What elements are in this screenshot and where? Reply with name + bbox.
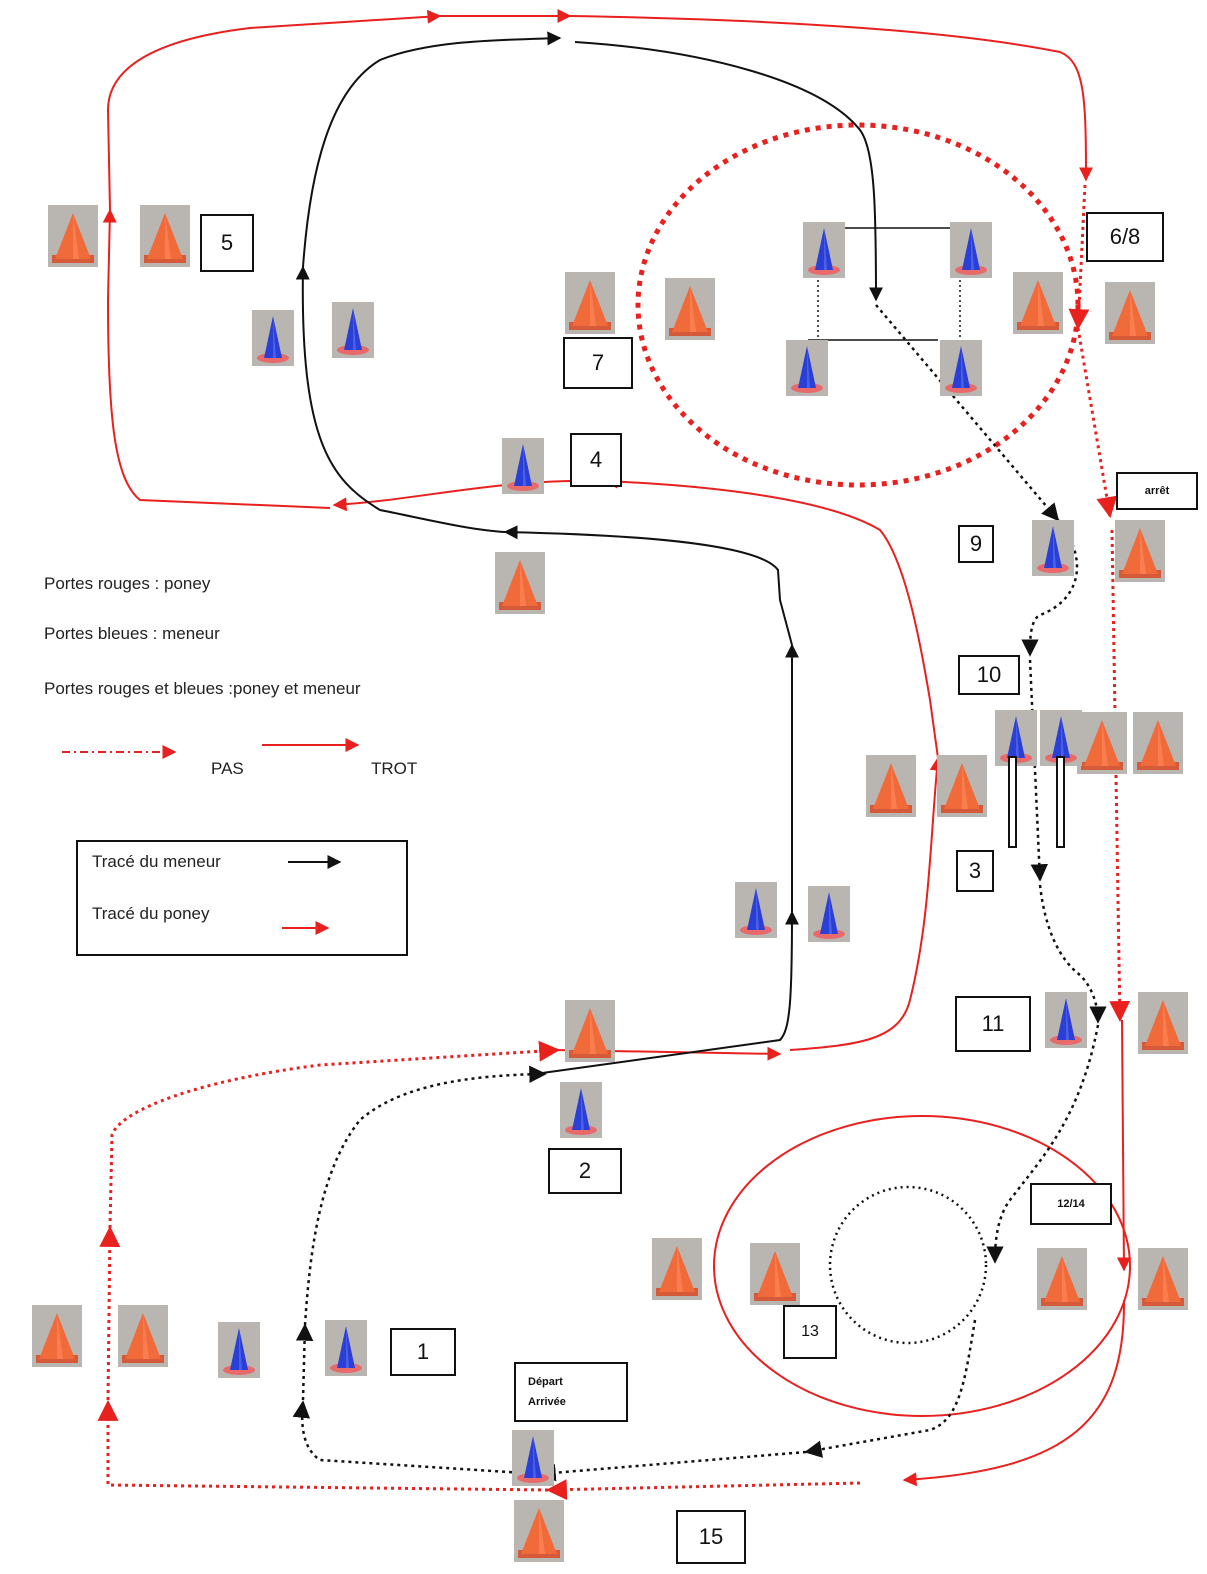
pole <box>1056 756 1065 848</box>
legend-both-gates: Portes rouges et bleues :poney et meneur <box>44 679 361 698</box>
path-legend-box: Tracé du meneur Tracé du poney <box>76 840 408 956</box>
blue-cone-icon <box>1045 992 1087 1048</box>
gate-label-13: 13 <box>783 1305 837 1359</box>
blue-cone-icon <box>252 310 294 366</box>
orange-cone-icon <box>140 205 190 267</box>
legend-trot-label: TROT <box>371 759 418 778</box>
gate-label-arret: arrêt <box>1116 472 1198 510</box>
gate-label-7: 7 <box>563 337 633 389</box>
start-label: Départ <box>528 1376 563 1388</box>
legend-red-gates: Portes rouges : poney <box>44 574 211 593</box>
orange-cone-icon <box>1013 272 1063 334</box>
gate-label-6-8: 6/8 <box>1086 212 1164 262</box>
pony-path <box>102 9 1131 1487</box>
gate-label-4: 4 <box>570 433 622 487</box>
gate-label-11: 11 <box>955 996 1031 1052</box>
blue-cone-icon <box>940 340 982 396</box>
blue-cone-icon <box>502 438 544 494</box>
orange-cone-icon <box>665 278 715 340</box>
legend-driver-path: Tracé du meneur <box>92 852 221 871</box>
legend-blue-gates: Portes bleues : meneur <box>44 624 220 643</box>
blue-cone-icon <box>950 222 992 278</box>
legend-walk-label: PAS <box>211 759 244 778</box>
orange-cone-icon <box>1077 712 1127 774</box>
legend-pony-path: Tracé du poney <box>92 904 210 923</box>
pole <box>1008 756 1017 848</box>
orange-cone-icon <box>1138 1248 1188 1310</box>
orange-cone-icon <box>1133 712 1183 774</box>
blue-cone-icon <box>332 302 374 358</box>
blue-cone-icon <box>325 1320 367 1376</box>
finish-label: Arrivée <box>528 1396 566 1408</box>
square-figure <box>808 227 968 341</box>
gate-label-15: 15 <box>676 1510 746 1564</box>
driver-path <box>295 31 883 1075</box>
orange-cone-icon <box>652 1238 702 1300</box>
gate-label-5: 5 <box>200 214 254 272</box>
circle-13 <box>828 1185 988 1345</box>
blue-cone-icon <box>1032 520 1074 576</box>
gate-label-1: 1 <box>390 1328 456 1376</box>
orange-cone-icon <box>565 1000 615 1062</box>
orange-cone-icon <box>48 205 98 267</box>
blue-cone-icon <box>560 1082 602 1138</box>
orange-cone-icon <box>1037 1248 1087 1310</box>
gate-label-2: 2 <box>548 1148 622 1194</box>
orange-cone-icon <box>565 272 615 334</box>
orange-cone-icon <box>1138 992 1188 1054</box>
gate-label-10: 10 <box>958 655 1020 695</box>
orange-cone-icon <box>514 1500 564 1562</box>
orange-cone-icon <box>937 755 987 817</box>
gate-label-12-14: 12/14 <box>1030 1183 1112 1225</box>
blue-cone-icon <box>735 882 777 938</box>
orange-cone-icon <box>495 552 545 614</box>
blue-cone-icon <box>803 222 845 278</box>
orange-cone-icon <box>1105 282 1155 344</box>
blue-cone-icon <box>786 340 828 396</box>
orange-cone-icon <box>118 1305 168 1367</box>
legend-arrows <box>282 855 342 935</box>
orange-cone-icon <box>32 1305 82 1367</box>
blue-cone-icon <box>512 1430 554 1486</box>
orange-cone-icon <box>866 755 916 817</box>
start-finish-label: Départ Arrivée <box>514 1362 628 1422</box>
blue-cone-icon <box>218 1322 260 1378</box>
gate-label-3: 3 <box>956 850 994 892</box>
orange-cone-icon <box>1115 520 1165 582</box>
driver-walk-path <box>292 304 1107 1482</box>
blue-cone-icon <box>808 886 850 942</box>
orange-cone-icon <box>750 1243 800 1305</box>
gate-label-9: 9 <box>958 525 994 563</box>
circle-6-8 <box>635 122 1081 488</box>
